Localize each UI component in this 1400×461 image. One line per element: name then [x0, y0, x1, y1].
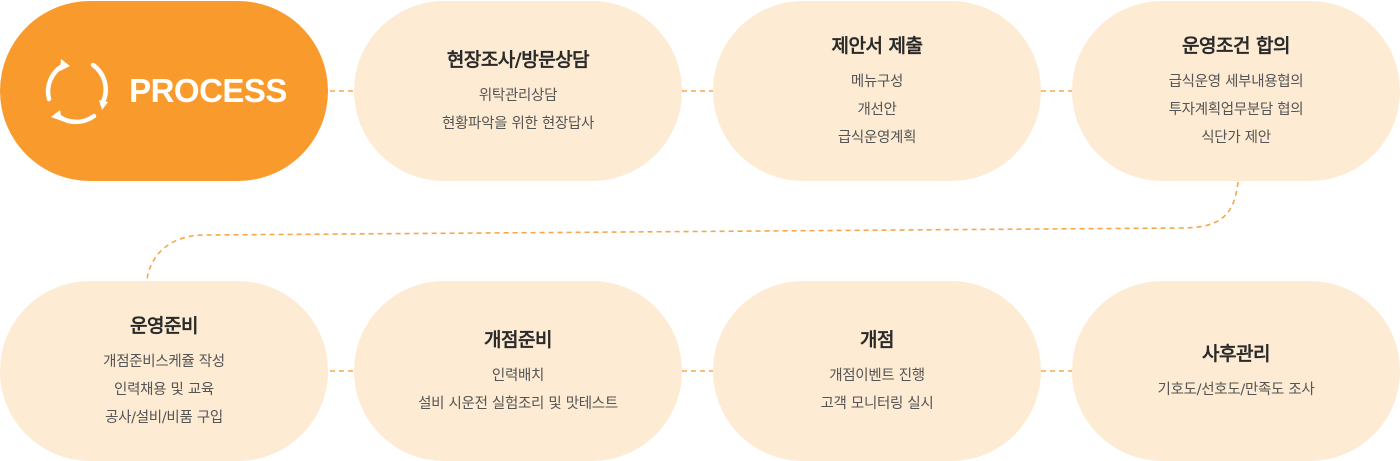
step-operating-terms-agreement: 운영조건 합의 급식운영 세부내용협의 투자계획업무분담 협의 식단가 제안: [1072, 1, 1400, 181]
step-line: 투자계획업무분담 협의: [1168, 101, 1304, 118]
step-line: 급식운영계획: [837, 129, 917, 146]
connector-step3-step4: [146, 181, 1239, 281]
step-title: 사후관리: [1202, 342, 1270, 365]
process-header-pill: PROCESS: [0, 1, 328, 181]
step-line: 공사/설비/비품 구입: [105, 409, 223, 426]
step-title: 제안서 제출: [831, 34, 923, 57]
step-operation-preparation: 운영준비 개점준비스케쥴 작성 인력채용 및 교육 공사/설비/비품 구입: [0, 281, 328, 461]
step-line: 개점이벤트 진행: [829, 367, 925, 384]
process-label: PROCESS: [129, 72, 287, 109]
step-aftercare: 사후관리 기호도/선호도/만족도 조사: [1072, 281, 1400, 461]
step-line: 식단가 제안: [1201, 129, 1271, 146]
step-title: 운영조건 합의: [1182, 34, 1291, 57]
step-line: 메뉴구성: [850, 73, 904, 90]
step-opening: 개점 개점이벤트 진행 고객 모니터링 실시: [713, 281, 1041, 461]
step-proposal-submission: 제안서 제출 메뉴구성 개선안 급식운영계획: [713, 1, 1041, 181]
step-line: 개점준비스케쥴 작성: [103, 353, 225, 370]
step-title: 운영준비: [130, 314, 198, 337]
step-line: 고객 모니터링 실시: [820, 395, 934, 412]
step-line: 설비 시운전 실험조리 및 맛테스트: [418, 395, 618, 412]
step-line: 인력채용 및 교육: [114, 381, 214, 398]
step-line: 현황파악을 위한 현장답사: [441, 115, 595, 132]
step-site-survey-consultation: 현장조사/방문상담 위탁관리상담 현황파악을 위한 현장답사: [354, 1, 682, 181]
step-line: 인력배치: [491, 367, 545, 384]
step-opening-preparation: 개점준비 인력배치 설비 시운전 실험조리 및 맛테스트: [354, 281, 682, 461]
step-title: 현장조사/방문상담: [446, 48, 590, 71]
step-line: 급식운영 세부내용협의: [1168, 73, 1304, 90]
step-line: 위탁관리상담: [478, 87, 558, 104]
step-title: 개점: [860, 328, 894, 351]
step-title: 개점준비: [484, 328, 552, 351]
step-line: 기호도/선호도/만족도 조사: [1157, 381, 1315, 398]
step-line: 개선안: [857, 101, 897, 118]
refresh-cycle-icon: [45, 59, 109, 125]
